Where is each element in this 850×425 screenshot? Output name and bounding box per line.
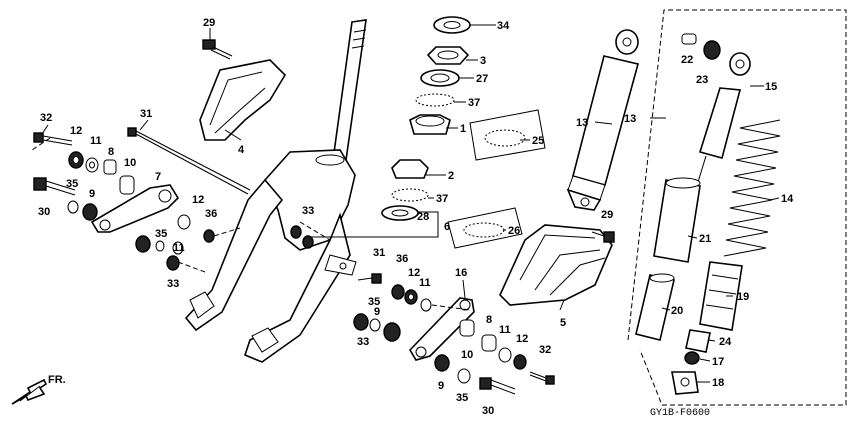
shock-cover [499, 224, 613, 306]
callout: 10 [461, 349, 473, 361]
callout: 15 [765, 81, 777, 93]
diagram-code: GY1B-F0600 [650, 408, 710, 419]
callout: 36 [205, 208, 217, 220]
callout: 1 [460, 123, 466, 135]
callout: 3 [480, 55, 486, 67]
callout: 6 [444, 221, 450, 233]
callout: 9 [374, 306, 380, 318]
callout: 12 [516, 333, 528, 345]
callout: 23 [696, 74, 708, 86]
callout: 34 [497, 20, 510, 32]
callout: 37 [436, 193, 448, 205]
callout: 11 [419, 277, 431, 289]
callout: 8 [486, 314, 492, 326]
callout: 26 [508, 225, 520, 237]
callout: 36 [396, 253, 408, 265]
front-direction-indicator: FR. [11, 374, 66, 405]
callout: 32 [539, 344, 551, 356]
callout: 9 [89, 188, 95, 200]
callout: 27 [476, 73, 488, 85]
callout: 12 [192, 194, 204, 206]
callout-labels: 29 34 3 27 37 1 25 13 22 23 15 4 32 12 1… [38, 17, 794, 417]
callout: 19 [737, 291, 749, 303]
callout: 35 [66, 178, 78, 190]
callout: 33 [167, 278, 179, 290]
bolt-29-top [202, 39, 233, 60]
callout: 35 [456, 392, 468, 404]
callout: 2 [448, 170, 454, 182]
front-fork [184, 19, 367, 363]
callout: 12 [408, 267, 420, 279]
callout: 29 [601, 209, 613, 221]
callout: 30 [482, 405, 494, 417]
callout: 11 [499, 324, 511, 336]
callout: 13 [576, 117, 588, 129]
callout: 16 [455, 267, 467, 279]
callout: 8 [108, 146, 114, 158]
callout: 5 [560, 317, 566, 329]
callout: 17 [712, 356, 724, 368]
callout: 7 [155, 171, 161, 183]
direction-label: FR. [48, 374, 66, 386]
exploded-shock [627, 9, 847, 406]
callout: 11 [173, 242, 185, 254]
fender-bracket [199, 59, 287, 141]
fork-nuts [290, 225, 314, 249]
callout: 35 [368, 296, 380, 308]
callout: 14 [781, 193, 794, 205]
callout: 24 [719, 336, 732, 348]
coil-spring [723, 119, 781, 257]
callout: 18 [712, 377, 724, 389]
left-hardware [31, 127, 251, 273]
bearing-stack [305, 16, 546, 249]
callout: 11 [90, 135, 102, 147]
callout: 31 [373, 247, 385, 259]
callout: 32 [40, 112, 52, 124]
callout: 31 [140, 108, 152, 120]
callout: 35 [155, 228, 167, 240]
leader-lines [41, 24, 780, 383]
callout: 33 [302, 205, 314, 217]
callout: 37 [468, 97, 480, 109]
callout: 13 [624, 113, 636, 125]
callout: 10 [124, 157, 136, 169]
callout: 20 [671, 305, 683, 317]
callout: 30 [38, 206, 50, 218]
callout: 28 [417, 211, 429, 223]
callout: 25 [532, 135, 544, 147]
callout: 21 [699, 233, 711, 245]
right-hardware [299, 221, 555, 395]
callout: 33 [357, 336, 369, 348]
callout: 22 [681, 54, 693, 66]
callout: 29 [203, 17, 215, 29]
bolt-29-right [591, 231, 615, 243]
rear-shock-assembly [566, 29, 639, 211]
callout: 9 [438, 380, 444, 392]
callout: 4 [238, 144, 245, 156]
arrow-icon [11, 378, 48, 405]
callout: 12 [70, 125, 82, 137]
